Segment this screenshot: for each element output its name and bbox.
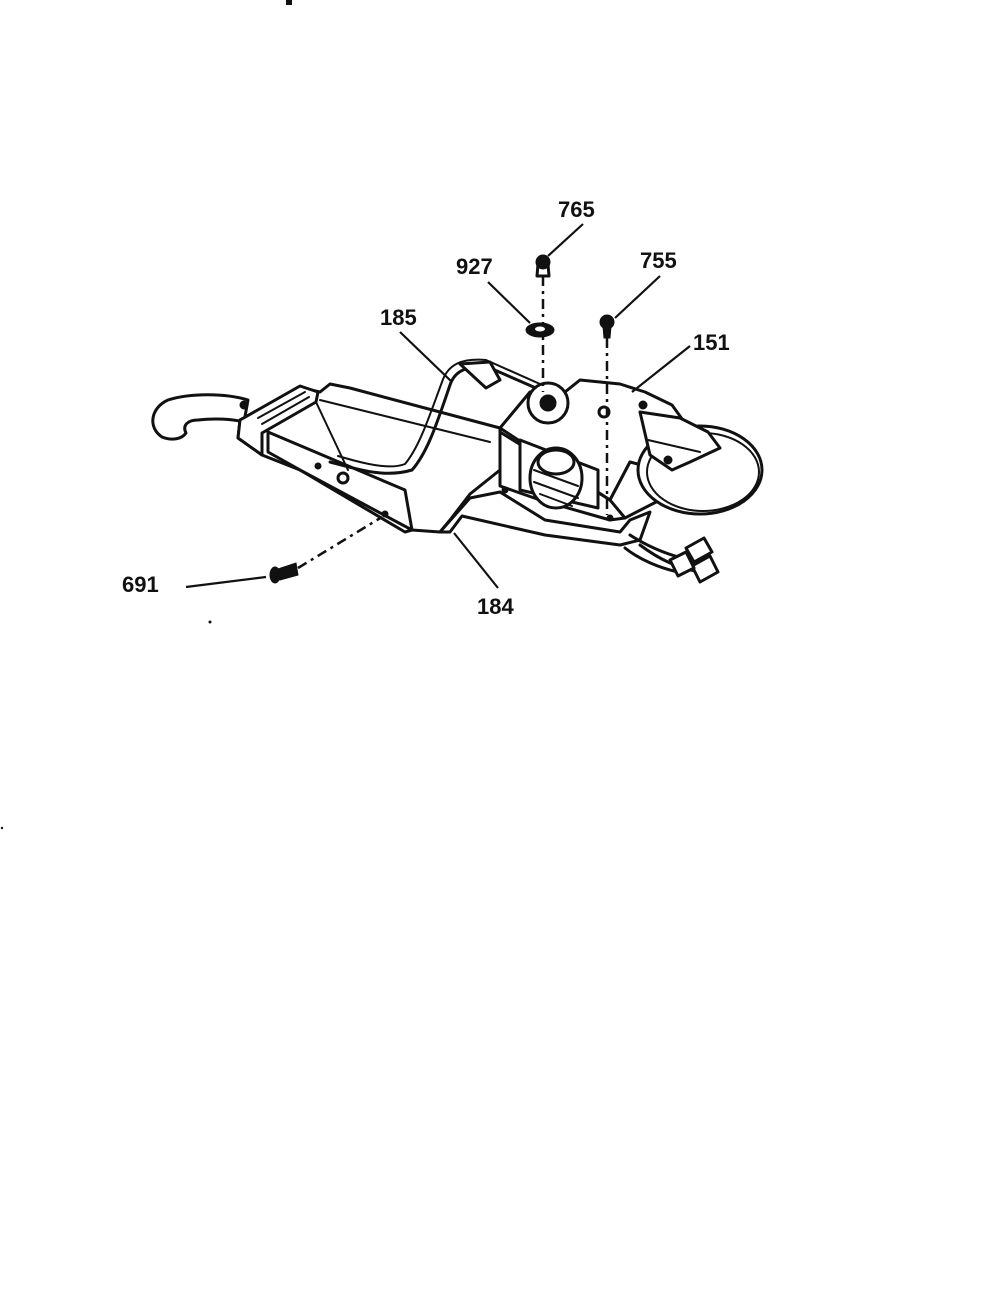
fan-mount-arm — [638, 410, 722, 472]
connector-1 — [684, 536, 714, 564]
bracket-rivet-1 — [336, 471, 350, 485]
label-927: 927 — [456, 254, 493, 279]
motor-screw-hole-1 — [501, 486, 509, 494]
label-765: 765 — [558, 197, 595, 222]
leader-691 — [185, 575, 267, 589]
hook-hole — [239, 400, 249, 410]
screw-755 — [599, 314, 615, 339]
label-691: 691 — [122, 572, 159, 597]
label-185: 185 — [380, 305, 417, 330]
motor-top-rivet-2 — [638, 400, 648, 410]
wire-tab — [458, 360, 502, 390]
leader-927 — [487, 281, 531, 324]
connector-3 — [668, 550, 696, 578]
scan-mark-top — [286, 0, 292, 5]
bracket-lower-skirt — [438, 490, 652, 547]
screw-691 — [269, 562, 299, 584]
bracket-end-slot — [257, 391, 310, 425]
washer-927 — [525, 322, 555, 338]
motor-cylinder-end — [536, 448, 576, 476]
hook-clip — [151, 393, 250, 441]
leader-755 — [614, 275, 661, 319]
scan-dot — [208, 620, 212, 624]
screw-691-axis — [297, 515, 383, 570]
leader-184 — [453, 532, 499, 589]
screw-765 — [535, 254, 551, 278]
leader-765 — [547, 223, 584, 257]
bracket-inner-edge — [315, 399, 491, 471]
mounting-bracket-plate — [236, 382, 502, 534]
motor-assembly-drawing — [151, 358, 764, 584]
fan-hub-rivet — [663, 455, 673, 465]
motor-windings — [533, 469, 579, 507]
connector-2 — [690, 554, 720, 584]
motor-top-hole — [539, 394, 557, 412]
bracket-rivet-2 — [381, 510, 389, 518]
leader-151 — [631, 345, 691, 393]
bracket-rivet-3 — [314, 462, 322, 470]
scan-dot-left — [0, 826, 4, 830]
motor-screw-hole-2 — [606, 514, 614, 522]
fan-mount-arm-edge — [647, 439, 701, 453]
label-755: 755 — [640, 248, 677, 273]
leader-185 — [399, 331, 453, 383]
label-151: 151 — [693, 330, 730, 355]
label-184: 184 — [477, 594, 514, 619]
